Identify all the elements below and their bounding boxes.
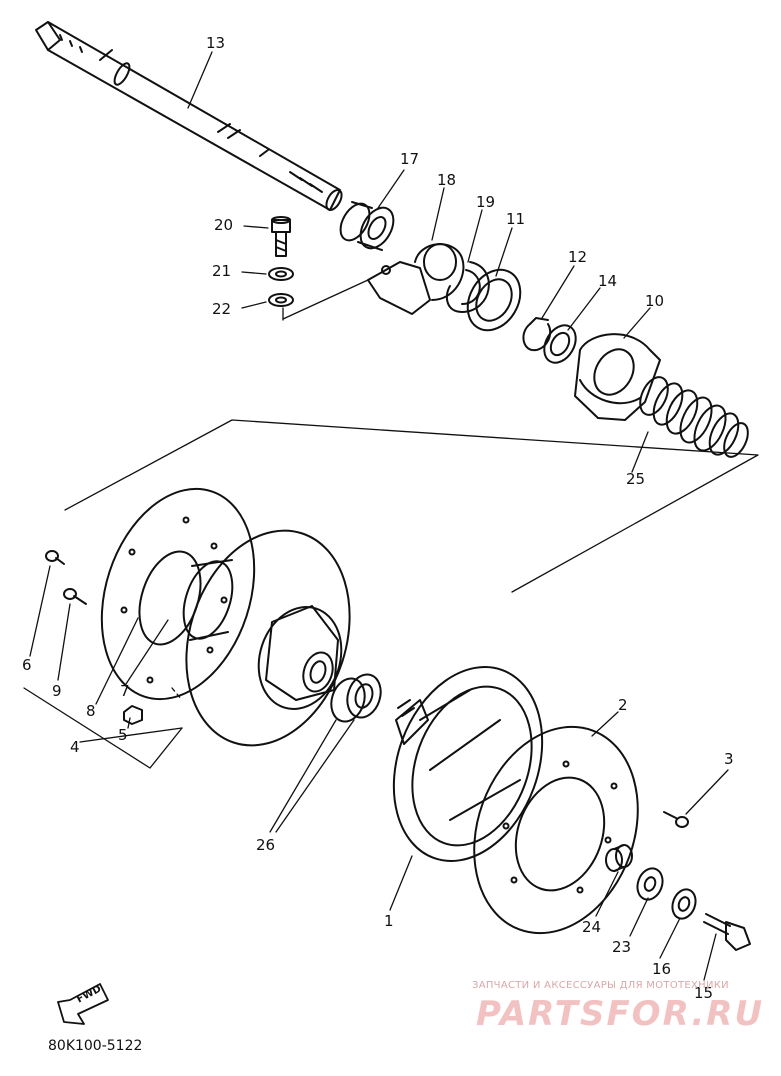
washer-16 xyxy=(671,888,697,920)
callout-3: 3 xyxy=(724,750,734,768)
washer-21 xyxy=(268,267,294,281)
circlip-12 xyxy=(522,317,552,352)
callout-14: 14 xyxy=(598,272,618,290)
washer-14 xyxy=(543,324,577,364)
screw-3 xyxy=(663,811,689,828)
fwd-arrow-icon xyxy=(57,983,109,1025)
callout-20: 20 xyxy=(214,216,234,234)
washer-22 xyxy=(268,293,294,307)
nut-5 xyxy=(123,705,143,725)
plate-2 xyxy=(473,725,639,935)
cam-10 xyxy=(574,333,661,421)
watermark-tagline: ЗАПЧАСТИ И АКСЕССУАРЫ ДЛЯ МОТОТЕХНИКИ xyxy=(472,980,729,991)
leader-lines xyxy=(29,51,729,981)
bolt-15 xyxy=(703,913,751,951)
callout-6: 6 xyxy=(22,656,32,674)
callout-24: 24 xyxy=(582,918,602,936)
collar-24 xyxy=(605,844,633,872)
callout-23: 23 xyxy=(612,938,632,956)
callout-13: 13 xyxy=(206,34,226,52)
callout-4: 4 xyxy=(70,738,80,756)
bearing-17 xyxy=(339,201,395,251)
spring-25 xyxy=(639,376,749,458)
shaft-13 xyxy=(35,21,343,211)
bearing-26 xyxy=(330,673,382,723)
watermark-brand: PARTSFOR.RU xyxy=(476,994,765,1034)
callout-5: 5 xyxy=(118,726,128,744)
callout-25: 25 xyxy=(626,470,646,488)
callout-22: 22 xyxy=(212,300,232,318)
washer-23 xyxy=(636,867,664,901)
disc-4 xyxy=(185,529,351,747)
washer-11 xyxy=(466,268,522,332)
sheave-1 xyxy=(392,666,544,862)
callout-8: 8 xyxy=(86,702,96,720)
callout-19: 19 xyxy=(476,193,496,211)
screw-9 xyxy=(63,588,87,605)
callout-26: 26 xyxy=(256,836,276,854)
callout-21: 21 xyxy=(212,262,232,280)
spacer-7 xyxy=(182,559,234,641)
assembly-frame xyxy=(23,279,759,769)
callout-1: 1 xyxy=(384,912,394,930)
screw-6 xyxy=(45,550,65,565)
callout-9: 9 xyxy=(52,682,62,700)
callout-15: 15 xyxy=(694,984,714,1002)
callout-17: 17 xyxy=(400,150,420,168)
bracket-18 xyxy=(367,243,465,315)
callout-7: 7 xyxy=(120,682,130,700)
callout-18: 18 xyxy=(437,171,457,189)
callout-12: 12 xyxy=(568,248,588,266)
bolt-20 xyxy=(271,216,291,257)
callout-10: 10 xyxy=(645,292,665,310)
diagram-code: 80K100-5122 xyxy=(48,1038,143,1054)
callout-11: 11 xyxy=(506,210,526,228)
callout-16: 16 xyxy=(652,960,672,978)
callout-2: 2 xyxy=(618,696,628,714)
